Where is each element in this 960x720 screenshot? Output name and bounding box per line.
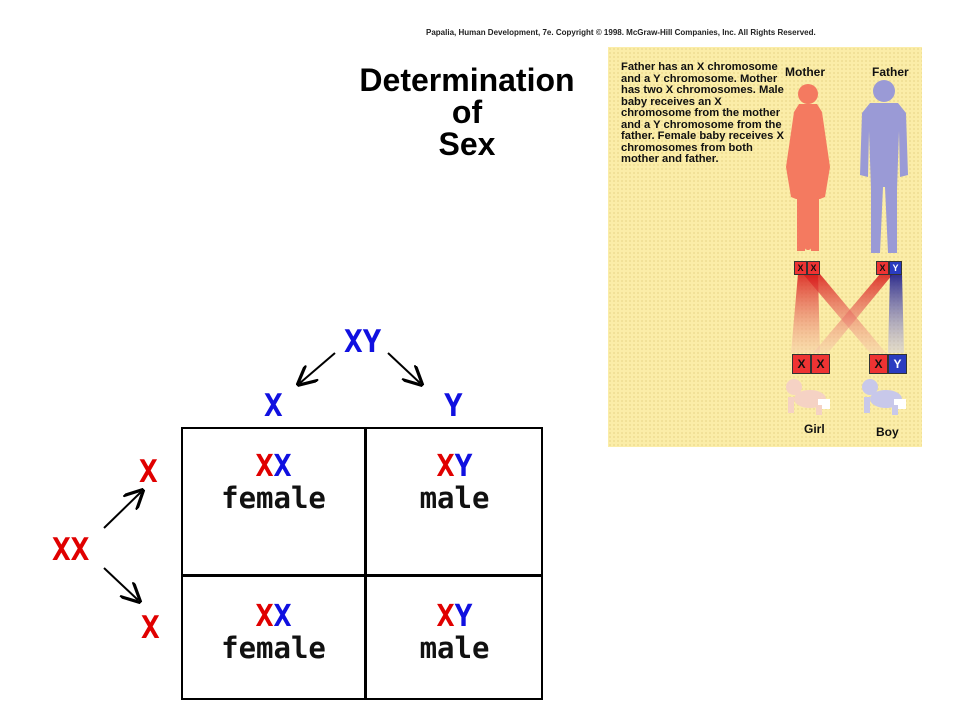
illustration-figures (786, 80, 908, 415)
mother-figure (786, 84, 830, 251)
girl-label: Girl (804, 422, 825, 436)
boy-chromosome-y: Y (888, 354, 907, 374)
cell-sex-label: male (419, 481, 490, 515)
cell-top-left: XX female (183, 449, 364, 515)
slide-title: Determination of Sex (350, 64, 584, 160)
illustration-caption: Father has an X chromosome and a Y chrom… (621, 61, 784, 165)
girl-chromosome-x1: X (792, 354, 811, 374)
title-line-1: Determination (359, 62, 575, 98)
cell-allele-paternal: Y (454, 599, 473, 634)
inheritance-illustration: Father has an X chromosome and a Y chrom… (608, 47, 922, 447)
father-genotype-y: Y (362, 324, 382, 360)
cell-bottom-right: XY male (366, 599, 543, 665)
cell-allele-paternal: X (273, 599, 292, 634)
cell-sex-label: male (419, 631, 490, 665)
arrow-mother-to-bottom-x (103, 567, 138, 600)
mother-chromosome-x1: X (794, 261, 807, 275)
cell-sex-label: female (221, 481, 326, 515)
cell-allele-maternal: X (255, 599, 274, 634)
mother-gamete-x2: X (141, 610, 160, 646)
father-label: Father (872, 65, 909, 79)
father-gamete-y: Y (444, 388, 463, 424)
title-line-3: Sex (438, 126, 496, 162)
girl-baby-figure (786, 379, 830, 415)
girl-chromosome-x2: X (811, 354, 830, 374)
father-genotype: XY (344, 327, 381, 358)
boy-chromosome-x: X (869, 354, 888, 374)
mother-to-girl-wedge (791, 274, 820, 353)
cell-allele-maternal: X (436, 599, 455, 634)
father-to-boy-wedge (888, 274, 904, 353)
grid-vertical-divider (364, 429, 367, 698)
mother-to-boy-wedge (803, 274, 886, 353)
father-chromosome-x: X (876, 261, 889, 275)
arrow-mother-to-top-x (103, 492, 141, 529)
arrow-father-to-y (387, 352, 420, 383)
father-figure (860, 80, 908, 253)
father-gamete-x: X (264, 388, 283, 424)
cell-allele-maternal: X (255, 449, 274, 484)
arrow-father-to-x (300, 352, 336, 383)
cell-allele-paternal: X (273, 449, 292, 484)
copyright-credit: Papalia, Human Development, 7e. Copyrigh… (426, 28, 816, 37)
punnett-square: XX female XY male XX female XY male (181, 427, 543, 700)
father-to-girl-wedge (813, 274, 893, 353)
father-chromosome-y: Y (889, 261, 902, 275)
boy-baby-figure (862, 379, 906, 415)
mother-gamete-x1: X (139, 454, 158, 490)
mother-genotype-x2: X (70, 532, 90, 568)
mother-genotype: XX (52, 535, 89, 566)
father-genotype-x: X (344, 324, 363, 360)
cell-top-right: XY male (366, 449, 543, 515)
mother-genotype-x1: X (52, 532, 71, 568)
title-line-2: of (451, 94, 483, 130)
mother-label: Mother (785, 65, 825, 79)
boy-label: Boy (876, 425, 899, 439)
cell-sex-label: female (221, 631, 326, 665)
cell-allele-paternal: Y (454, 449, 473, 484)
mother-chromosome-x2: X (807, 261, 820, 275)
cell-allele-maternal: X (436, 449, 455, 484)
grid-horizontal-divider (183, 574, 541, 577)
cell-bottom-left: XX female (183, 599, 364, 665)
